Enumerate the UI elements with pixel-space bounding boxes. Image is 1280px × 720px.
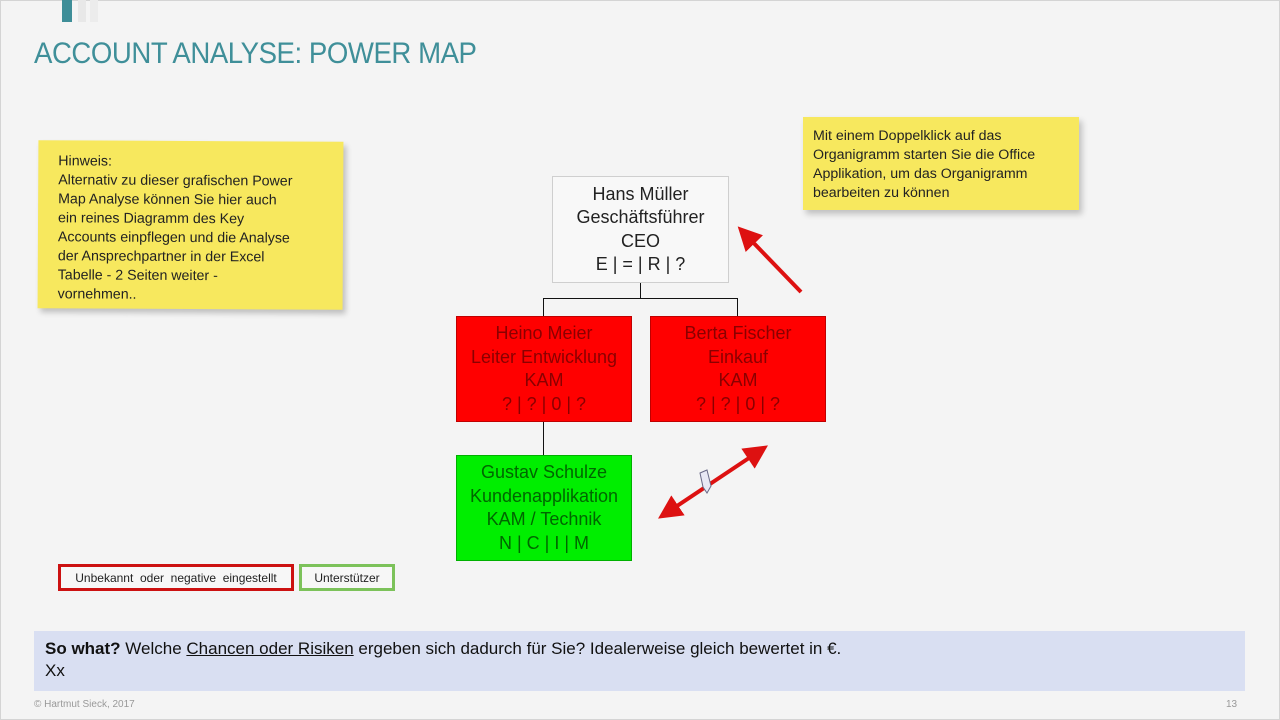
arrow-to-ceo-icon [737,226,803,294]
page-number: 13 [1226,699,1238,710]
so-what-box[interactable]: So what? Welche Chancen oder Risiken erg… [34,631,1245,691]
so-what-pre: Welche [120,639,187,658]
node-function: KAM [718,370,758,390]
legend-unknown-negative: Unbekannt oder negative eingestellt [58,564,294,591]
node-rating: E | = | R | ? [595,254,686,274]
org-node-heino[interactable]: Heino Meier Leiter Entwicklung KAM ? | ?… [456,316,632,422]
connector-line [737,298,738,316]
node-function: CEO [620,230,660,251]
doubleclick-sticky-note[interactable]: Mit einem Doppelklick auf das Organigram… [803,117,1079,210]
node-role: Einkauf [707,346,769,367]
connector-line [543,422,544,455]
slide-title: ACCOUNT ANALYSE: POWER MAP [34,37,477,70]
org-node-berta[interactable]: Berta Fischer Einkauf KAM ? | ? | 0 | ? [650,316,826,422]
org-node-gustav[interactable]: Gustav Schulze Kundenapplikation KAM / T… [456,455,632,561]
node-function: KAM [524,370,564,390]
node-rating: ? | ? | 0 | ? [695,393,781,414]
org-node-ceo[interactable]: Hans Müller Geschäftsführer CEO E | = | … [552,176,729,283]
accent-bar [62,0,72,22]
node-function: KAM / Technik [486,509,602,529]
hint-sticky-note[interactable]: Hinweis: Alternativ zu dieser grafischen… [37,140,344,310]
connector-line [640,283,641,299]
node-role: Kundenapplikation [469,485,619,506]
so-what-lead: So what? [45,639,121,658]
doubleclick-text: Mit einem Doppelklick auf das Organigram… [813,128,1036,201]
hint-text: Alternativ zu dieser grafischen Power Ma… [57,172,293,303]
node-name: Hans Müller [592,183,689,204]
so-what-underlined: Chancen oder Risiken [186,639,354,658]
node-rating: ? | ? | 0 | ? [501,393,587,414]
node-rating: N | C | I | M [498,532,590,553]
legend-supporter: Unterstützer [299,564,395,591]
so-what-line-1: So what? Welche Chancen oder Risiken erg… [45,638,1245,660]
accent-bar-light [78,0,86,22]
double-arrow-icon [658,445,768,519]
node-name: Gustav Schulze [480,462,608,482]
node-name: Berta Fischer [684,323,792,343]
accent-bar-light [90,0,98,22]
node-role: Leiter Entwicklung [470,346,618,367]
connector-line [543,298,738,299]
node-role: Geschäftsführer [576,207,705,227]
so-what-line-2: Xx [45,661,65,680]
so-what-post: ergeben sich dadurch für Sie? Idealerwei… [353,639,842,658]
copyright: © Hartmut Sieck, 2017 [34,699,135,710]
connector-line [543,298,544,316]
broken-relation-pin-icon [699,469,712,494]
hint-heading: Hinweis: [58,153,112,170]
node-name: Heino Meier [495,323,593,343]
